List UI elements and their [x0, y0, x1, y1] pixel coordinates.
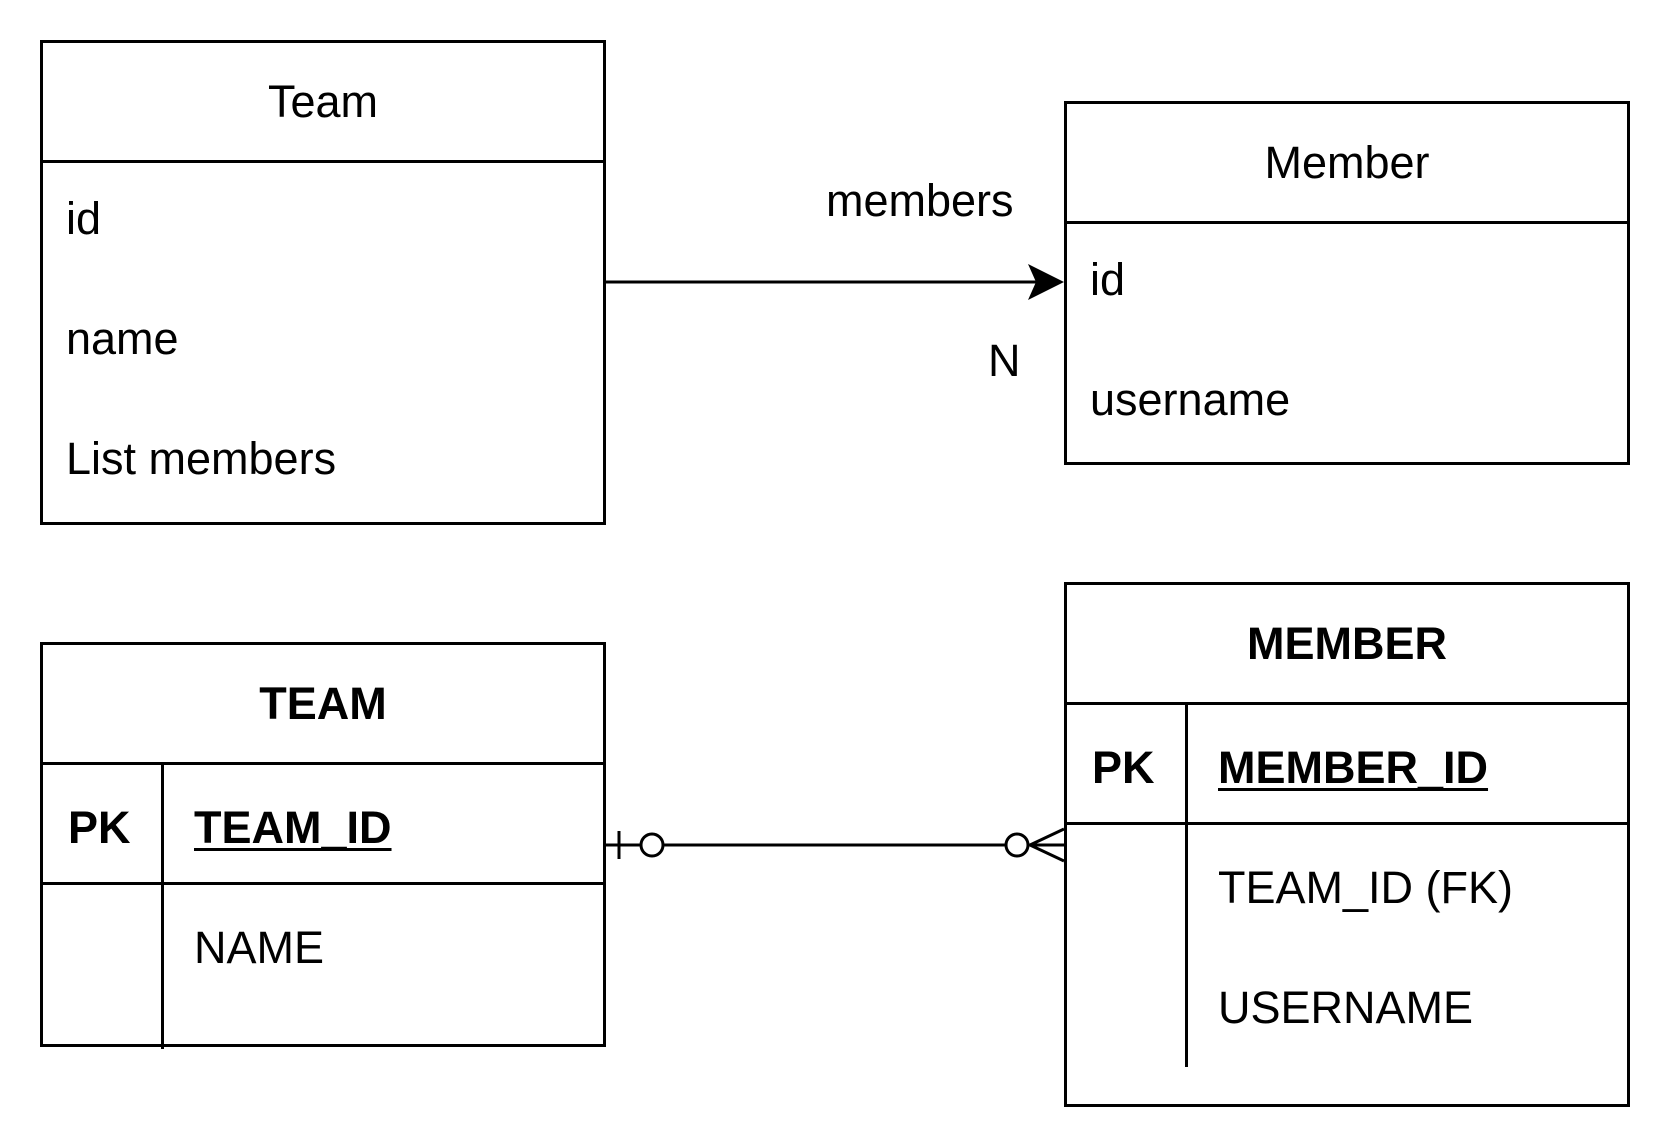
crows-foot-upper: [1029, 827, 1065, 847]
table-team-pk-column: TEAM_ID: [194, 802, 392, 853]
table-member-title: MEMBER: [1067, 585, 1627, 705]
class-team[interactable]: Team id name List members: [40, 40, 606, 525]
class-member-attribute: username: [1090, 374, 1291, 425]
association-role-label: members: [826, 175, 1014, 226]
class-team-attribute: name: [66, 313, 179, 364]
table-member[interactable]: MEMBER PK MEMBER_ID TEAM_ID (FK) USERNAM…: [1064, 582, 1630, 1107]
class-team-attribute: List members: [66, 433, 337, 484]
class-member-title: Member: [1067, 104, 1627, 224]
table-team-column: NAME: [194, 922, 325, 973]
table-team[interactable]: TEAM PK TEAM_ID NAME: [40, 642, 606, 1049]
class-member-attribute: id: [1090, 254, 1126, 305]
table-team-title: TEAM: [43, 645, 603, 765]
table-member-pk-label: PK: [1092, 742, 1155, 793]
association-multiplicity-label: N: [988, 335, 1021, 386]
zero-circle-marker-team: [639, 832, 665, 858]
table-member-column: USERNAME: [1218, 982, 1474, 1033]
table-member-column-divider: [1185, 702, 1188, 1067]
relationship-connector: [604, 827, 1065, 863]
table-member-key-divider: [1067, 822, 1627, 825]
table-team-key-divider: [43, 882, 603, 885]
class-team-title: Team: [43, 43, 603, 163]
table-member-pk-column: MEMBER_ID: [1218, 742, 1489, 793]
table-member-column: TEAM_ID (FK): [1218, 862, 1514, 913]
table-team-column-divider: [161, 762, 164, 1049]
table-team-pk-label: PK: [68, 802, 131, 853]
association-arrowhead: [1028, 264, 1064, 300]
class-team-attribute: id: [66, 193, 102, 244]
zero-circle-marker-member: [1004, 832, 1030, 858]
crows-foot-lower: [1029, 843, 1065, 863]
class-member[interactable]: Member id username: [1064, 101, 1630, 465]
